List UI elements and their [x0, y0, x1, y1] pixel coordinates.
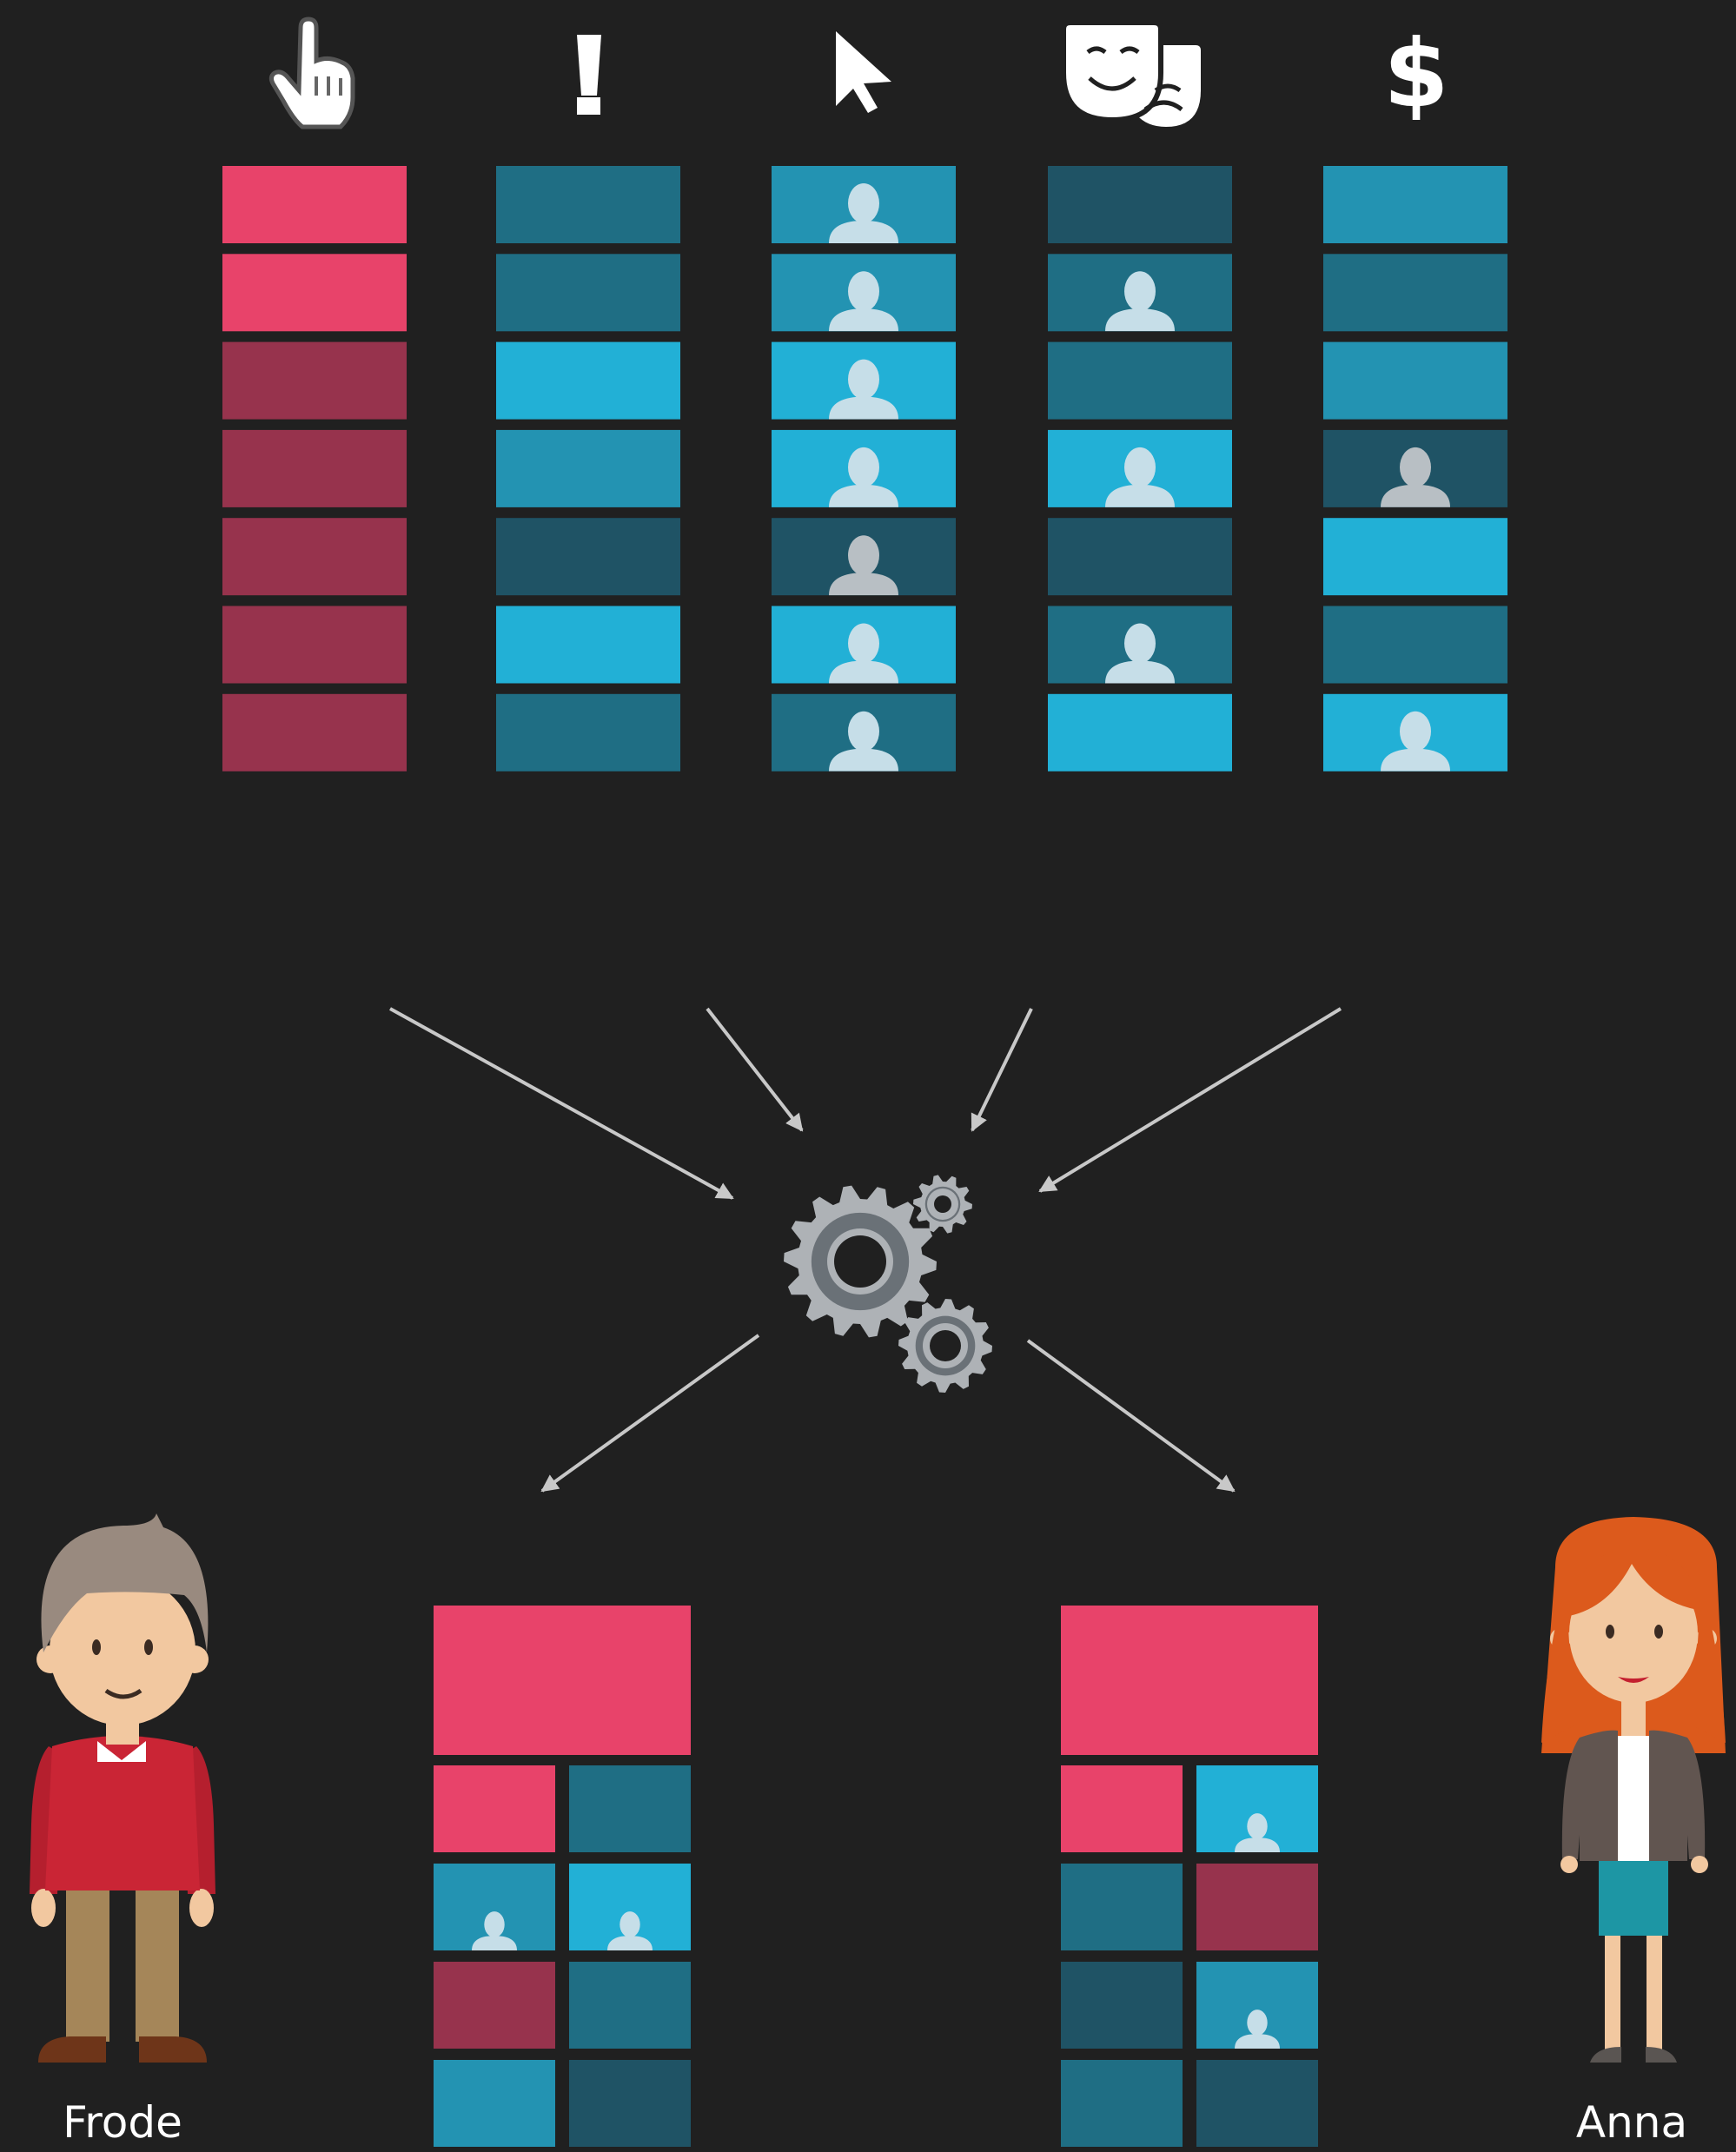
anna-recommendations — [1061, 1606, 1318, 2147]
recommended-tile — [1061, 1962, 1183, 2049]
recommended-tile — [434, 2060, 555, 2147]
item-tile — [222, 694, 407, 771]
item-tile — [496, 694, 680, 771]
item-tile — [1048, 694, 1232, 771]
recommended-tile — [1196, 2060, 1318, 2147]
arrow-out-left — [542, 1335, 759, 1491]
item-tile — [222, 166, 407, 243]
column-theater-masks — [1048, 166, 1232, 771]
item-tile — [222, 430, 407, 507]
recommended-tile — [1061, 1864, 1183, 1950]
item-tile — [496, 606, 680, 684]
item-tile — [1048, 342, 1232, 420]
column-dollar-sign — [1323, 166, 1507, 771]
recommended-tile — [1061, 1765, 1183, 1852]
arrow-in-1 — [390, 1009, 732, 1198]
anna-figure — [1541, 1517, 1726, 2063]
frode-figure — [30, 1513, 215, 2063]
item-tile — [1048, 518, 1232, 595]
item-tile — [496, 254, 680, 331]
cursor-arrow-icon — [836, 31, 891, 113]
frode-recommendations — [434, 1606, 691, 2147]
item-tile — [1048, 166, 1232, 243]
input-columns — [222, 166, 1507, 771]
recommended-tile — [1061, 1606, 1318, 1755]
item-tile — [1323, 254, 1507, 331]
arrow-in-3 — [972, 1009, 1031, 1130]
arrow-out-right — [1028, 1341, 1234, 1491]
frode-name-label: Frode — [63, 2097, 182, 2148]
item-tile — [1323, 606, 1507, 684]
gears-icon — [784, 1175, 992, 1393]
recommended-tile — [434, 1962, 555, 2049]
recommended-tile — [569, 1765, 691, 1852]
item-tile — [1323, 518, 1507, 595]
pointer-hand-icon — [271, 19, 353, 127]
item-tile — [222, 606, 407, 684]
recommended-tile — [1196, 1864, 1318, 1950]
column-exclamation — [496, 166, 680, 771]
recommended-tile — [569, 2060, 691, 2147]
theater-masks-icon — [1063, 23, 1201, 127]
item-tile — [1323, 342, 1507, 420]
recommended-tile — [434, 1765, 555, 1852]
column-pointer-hand — [222, 166, 407, 771]
item-tile — [1323, 166, 1507, 243]
output-grids — [434, 1606, 1318, 2147]
arrow-in-4 — [1040, 1009, 1341, 1191]
exclamation-icon — [577, 35, 601, 115]
item-tile — [496, 166, 680, 243]
item-tile — [222, 254, 407, 331]
item-tile — [496, 342, 680, 420]
item-tile — [496, 518, 680, 595]
recommended-tile — [434, 1606, 691, 1755]
svg-text:$: $ — [1383, 20, 1448, 129]
anna-name-label: Anna — [1576, 2097, 1687, 2148]
recommended-tile — [1061, 2060, 1183, 2147]
dollar-sign-icon: $ — [1383, 20, 1448, 129]
arrow-in-2 — [707, 1009, 802, 1130]
item-tile — [222, 518, 407, 595]
item-tile — [222, 342, 407, 420]
column-cursor-arrow — [772, 166, 956, 771]
item-tile — [496, 430, 680, 507]
recommended-tile — [569, 1962, 691, 2049]
